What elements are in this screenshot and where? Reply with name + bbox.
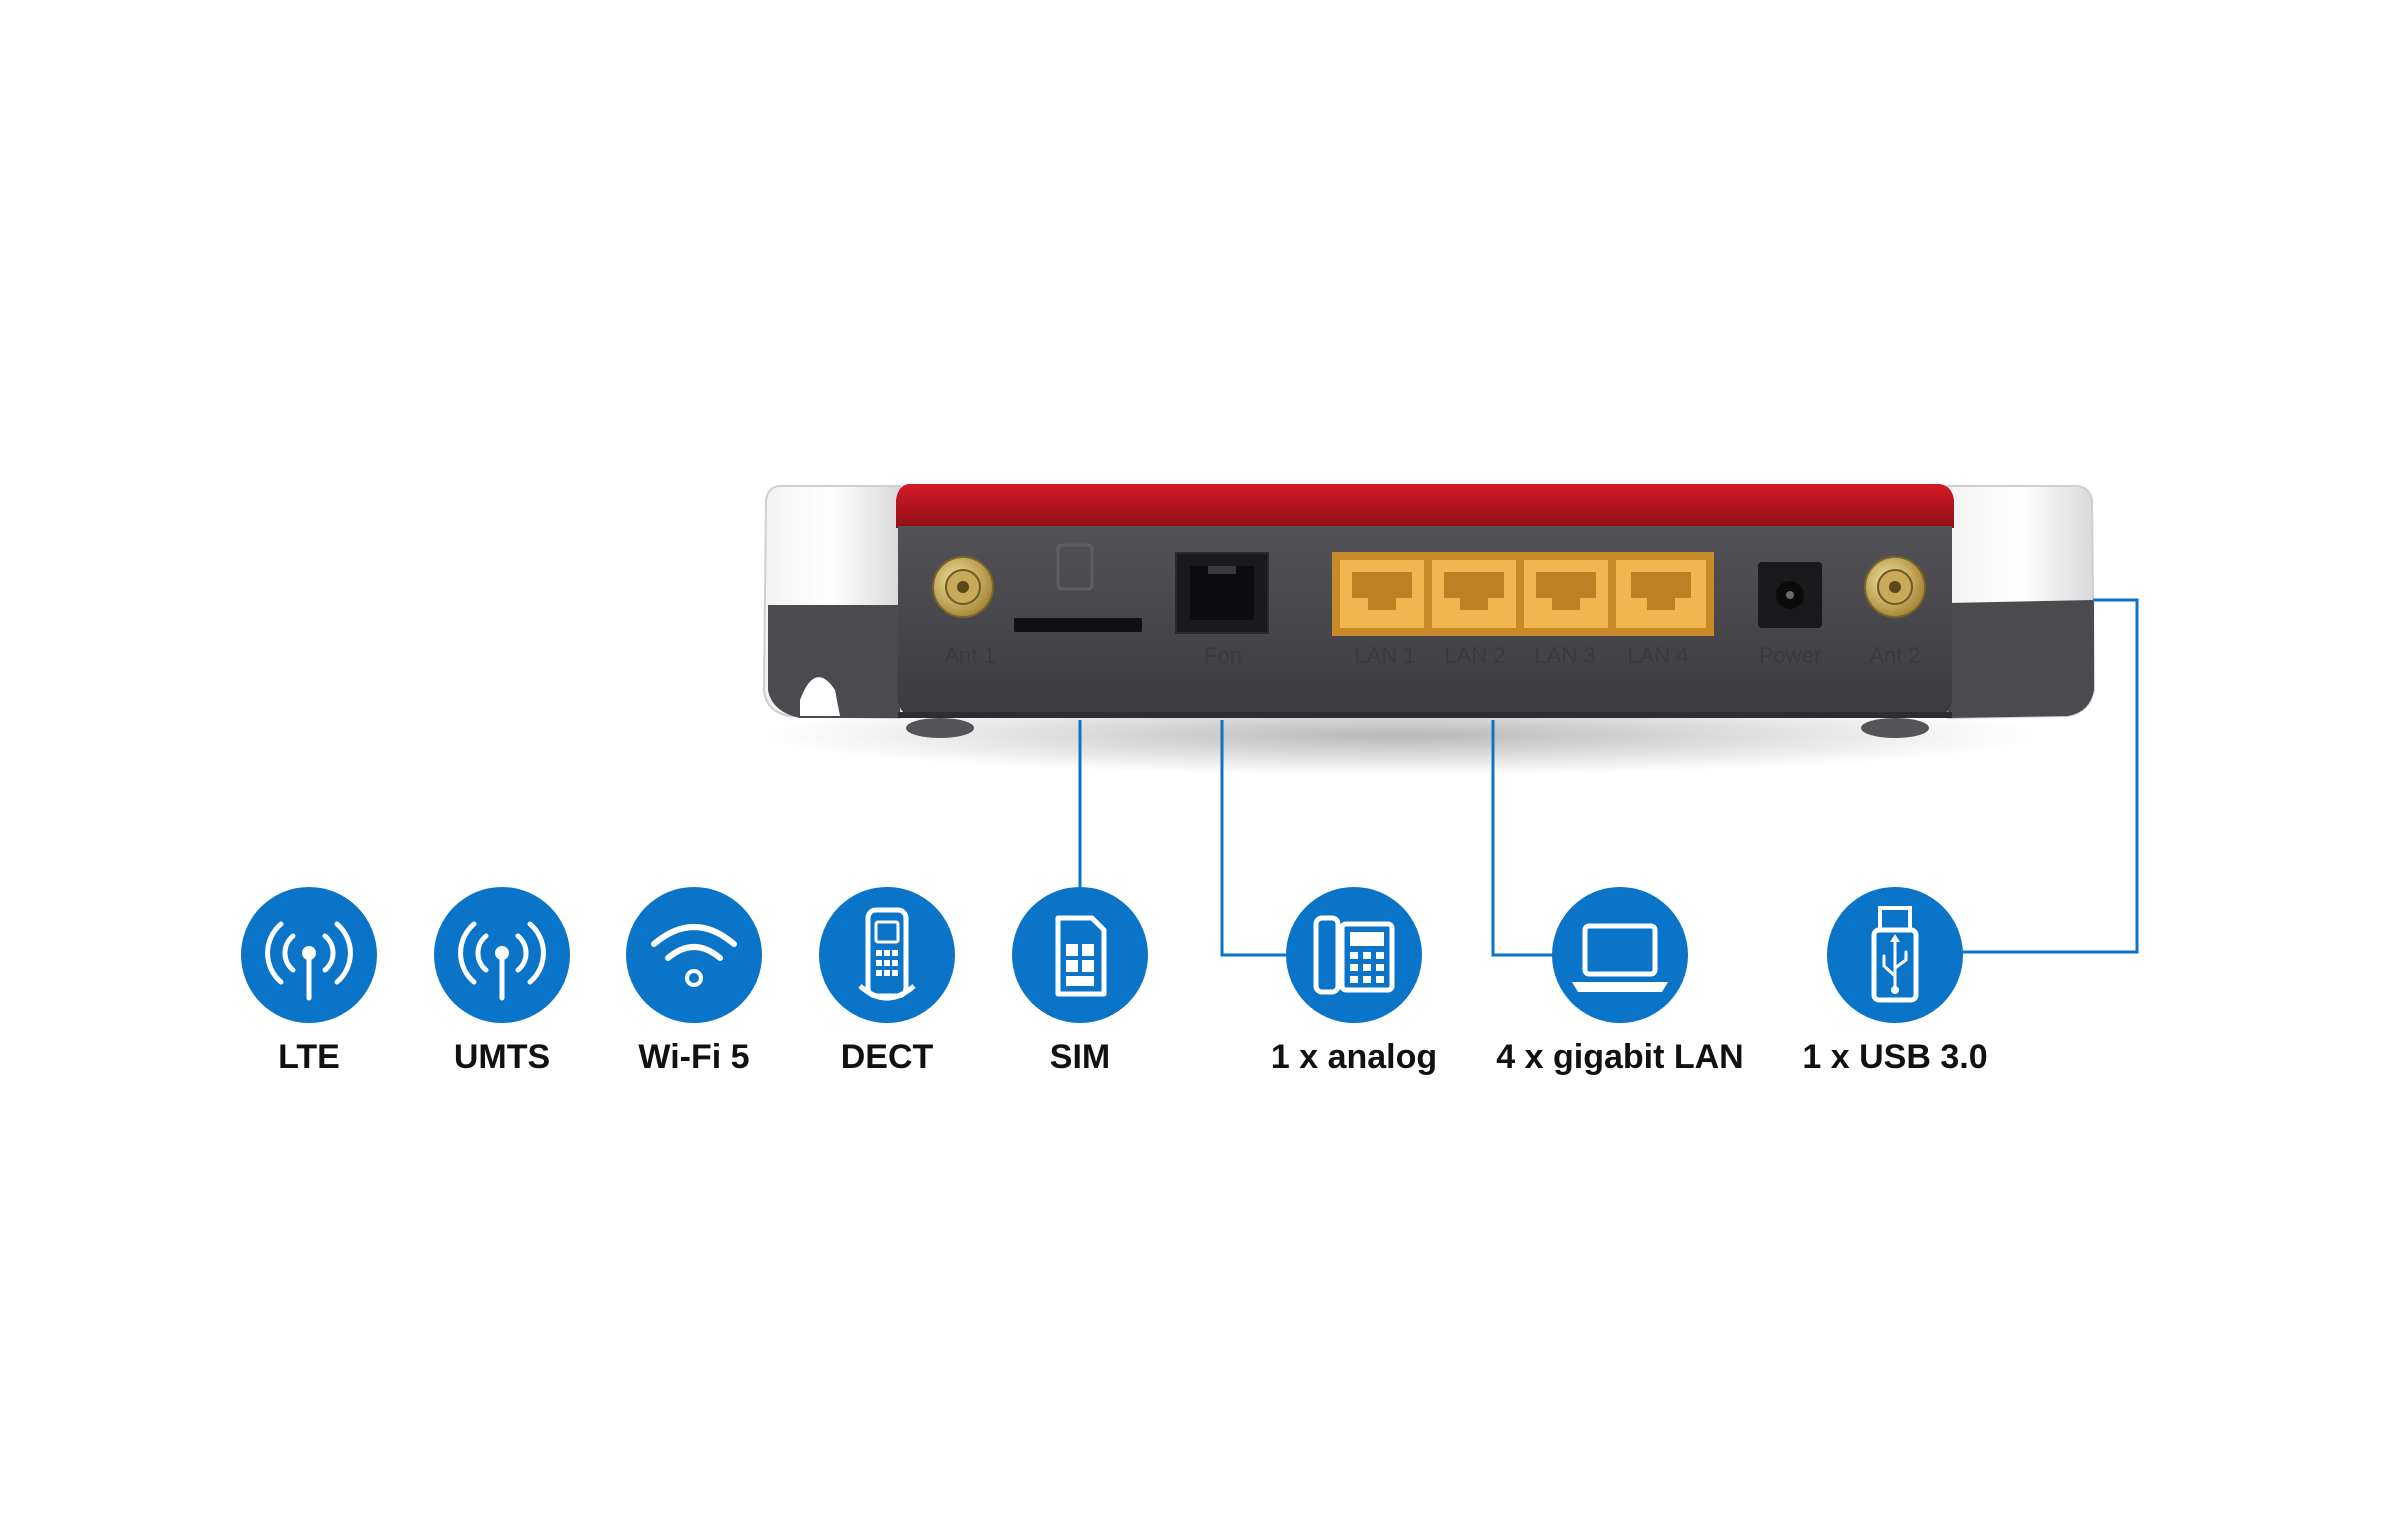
router-red-band [896,484,1954,528]
sim-slot [1014,543,1142,632]
antenna-connector-2 [1864,556,1926,618]
analog-phone-icon [1286,887,1422,1023]
feature-label-analog: 1 x analog [1270,1038,1438,1076]
feature-label-usb: 1 x USB 3.0 [1802,1038,1988,1076]
feature-label-lan: 4 x gigabit LAN [1496,1038,1744,1076]
feature-icons [241,887,1963,1023]
connector-line-usb [1962,598,2139,954]
router-foot [906,718,974,738]
port-label-lan2: LAN 2 [1444,643,1505,668]
sim-card-icon [1012,887,1148,1023]
router-foot [1861,718,1929,738]
connector-lines [1078,598,2139,957]
port-label-lan1: LAN 1 [1354,643,1415,668]
feature-label-umts: UMTS [453,1038,551,1076]
port-label-ant1: Ant 1 [944,643,995,668]
usb-stick-icon [1827,887,1963,1023]
feature-label-sim: SIM [1049,1038,1111,1076]
feature-label-wifi: Wi-Fi 5 [638,1038,750,1076]
port-label-fon: Fon [1204,643,1242,668]
feature-label-dect: DECT [840,1038,934,1076]
router-left-cap [762,485,901,720]
port-label-lan4: LAN 4 [1627,643,1688,668]
umts-antenna-icon [434,887,570,1023]
port-label-power: Power [1759,643,1821,668]
connector-line-lan [1491,720,1552,957]
power-port [1758,562,1822,628]
fon-port [1175,552,1269,634]
lan-ports [1332,552,1714,636]
wifi-icon [626,887,762,1023]
connector-line-analog [1220,720,1286,957]
antenna-connector-1 [932,556,994,618]
port-label-ant2: Ant 2 [1869,643,1920,668]
dect-handset-icon [819,887,955,1023]
port-label-lan3: LAN 3 [1534,643,1595,668]
lte-antenna-icon [241,887,377,1023]
feature-label-lte: LTE [278,1038,340,1076]
laptop-icon [1552,887,1688,1023]
router-right-cap [1947,485,2096,720]
